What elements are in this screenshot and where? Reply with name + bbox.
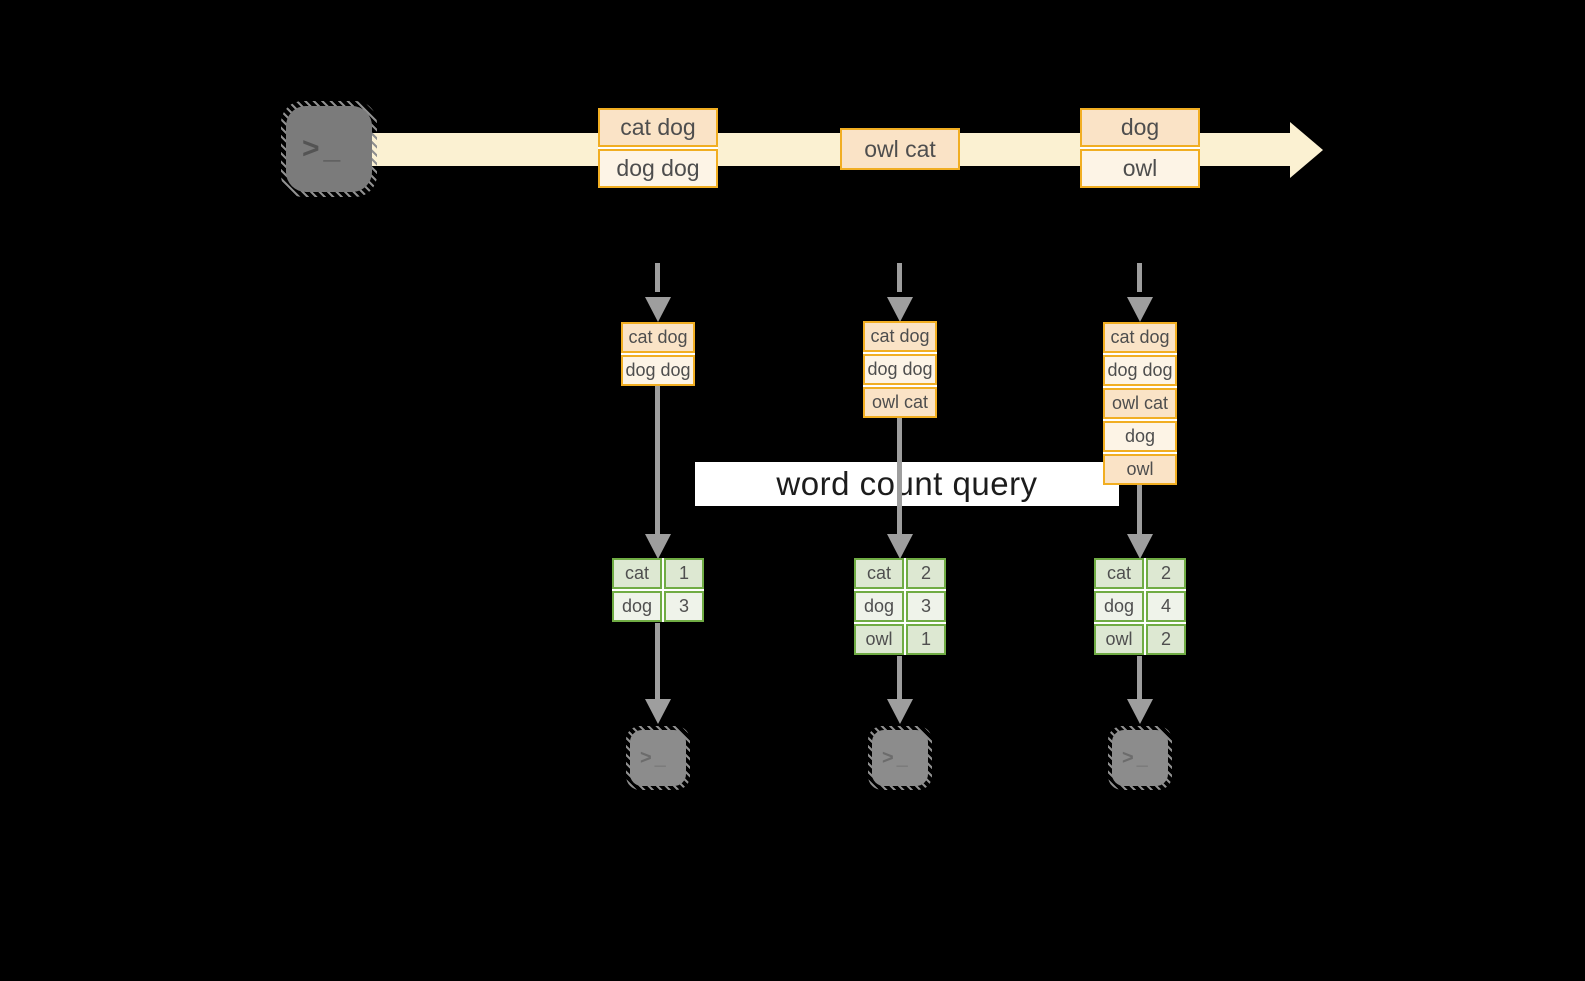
terminal-prompt-icon: >_ bbox=[1112, 730, 1168, 786]
input-line: owl cat bbox=[863, 387, 937, 418]
dashed-arrow-segment bbox=[655, 263, 660, 292]
count-table-2: cat 2 dog 3 owl 1 bbox=[854, 558, 946, 655]
stream-record-line: owl cat bbox=[840, 128, 960, 170]
terminal-icon: >_ bbox=[281, 101, 377, 197]
input-line: dog bbox=[1103, 421, 1177, 452]
terminal-icon: >_ bbox=[1108, 726, 1172, 790]
down-arrowhead-icon bbox=[887, 534, 913, 559]
arrow-line bbox=[655, 386, 660, 535]
arrow-line bbox=[1137, 656, 1142, 700]
input-line: dog dog bbox=[1103, 355, 1177, 386]
input-line: dog dog bbox=[621, 355, 695, 386]
input-line: owl cat bbox=[1103, 388, 1177, 419]
input-line: cat dog bbox=[621, 322, 695, 353]
down-arrowhead-icon bbox=[645, 297, 671, 322]
stream-record-line: dog dog bbox=[598, 149, 718, 188]
query-label-band: word count query bbox=[695, 462, 1119, 506]
terminal-prompt-icon: >_ bbox=[630, 730, 686, 786]
count-word: cat bbox=[612, 558, 662, 589]
input-line: cat dog bbox=[863, 321, 937, 352]
down-arrowhead-icon bbox=[1127, 534, 1153, 559]
input-stack-3: cat dog dog dog owl cat dog owl bbox=[1103, 322, 1177, 485]
count-table-3: cat 2 dog 4 owl 2 bbox=[1094, 558, 1186, 655]
down-arrowhead-icon bbox=[645, 534, 671, 559]
input-stack-1: cat dog dog dog bbox=[621, 322, 695, 386]
input-line: cat dog bbox=[1103, 322, 1177, 353]
stream-record-line: owl bbox=[1080, 149, 1200, 188]
count-table-1: cat 1 dog 3 bbox=[612, 558, 704, 622]
terminal-prompt-icon: >_ bbox=[872, 730, 928, 786]
count-value: 2 bbox=[906, 558, 946, 589]
count-value: 4 bbox=[1146, 591, 1186, 622]
count-value: 1 bbox=[664, 558, 704, 589]
stream-arrowhead-icon bbox=[1290, 122, 1323, 178]
down-arrowhead-icon bbox=[1127, 297, 1153, 322]
dashed-arrow-segment bbox=[897, 263, 902, 292]
stream-record-line: dog bbox=[1080, 108, 1200, 147]
query-label: word count query bbox=[776, 465, 1038, 502]
count-value: 1 bbox=[906, 624, 946, 655]
count-word: dog bbox=[1094, 591, 1144, 622]
count-word: dog bbox=[854, 591, 904, 622]
down-arrowhead-icon bbox=[1127, 699, 1153, 724]
stream-record-1: cat dog dog dog bbox=[598, 108, 718, 188]
input-line: dog dog bbox=[863, 354, 937, 385]
count-value: 3 bbox=[664, 591, 704, 622]
down-arrowhead-icon bbox=[887, 297, 913, 322]
count-value: 2 bbox=[1146, 624, 1186, 655]
input-stack-2: cat dog dog dog owl cat bbox=[863, 321, 937, 418]
stream-record-line: cat dog bbox=[598, 108, 718, 147]
count-value: 3 bbox=[906, 591, 946, 622]
down-arrowhead-icon bbox=[887, 699, 913, 724]
count-word: dog bbox=[612, 591, 662, 622]
arrow-line bbox=[655, 623, 660, 700]
count-word: cat bbox=[854, 558, 904, 589]
count-word: owl bbox=[854, 624, 904, 655]
arrow-line bbox=[1137, 485, 1142, 535]
terminal-icon: >_ bbox=[626, 726, 690, 790]
stream-record-2: owl cat bbox=[840, 128, 960, 170]
stream-record-3: dog owl bbox=[1080, 108, 1200, 188]
down-arrowhead-icon bbox=[645, 699, 671, 724]
count-word: owl bbox=[1094, 624, 1144, 655]
arrow-line bbox=[897, 656, 902, 700]
count-word: cat bbox=[1094, 558, 1144, 589]
arrow-line bbox=[897, 418, 902, 535]
terminal-prompt-icon: >_ bbox=[286, 106, 372, 192]
input-line: owl bbox=[1103, 454, 1177, 485]
count-value: 2 bbox=[1146, 558, 1186, 589]
dashed-arrow-segment bbox=[1137, 263, 1142, 292]
terminal-icon: >_ bbox=[868, 726, 932, 790]
